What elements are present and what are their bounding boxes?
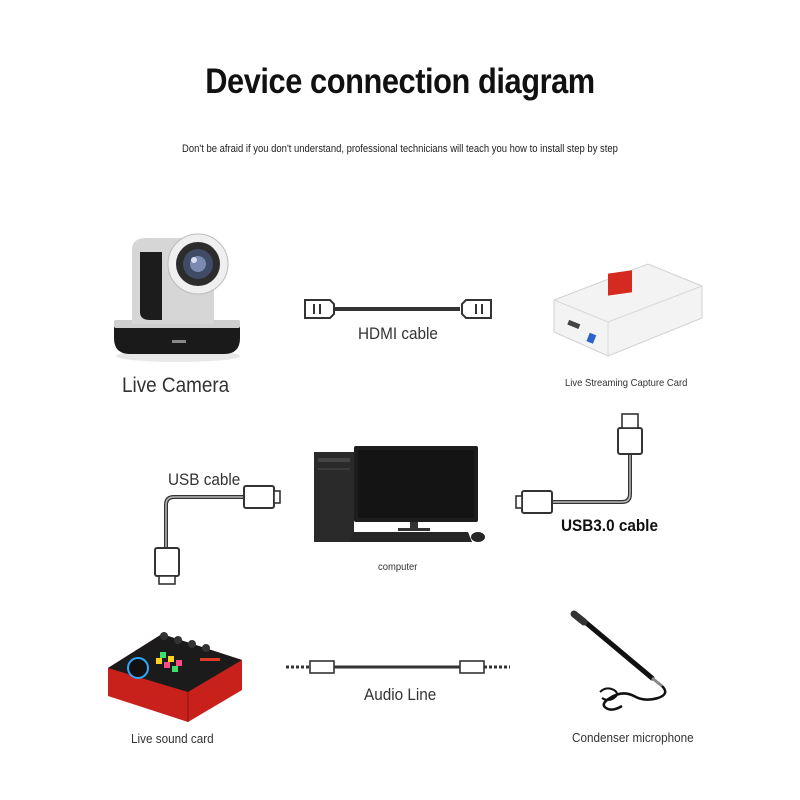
usb3-cable-label: USB3.0 cable: [561, 516, 658, 535]
usb-cable-label: USB cable: [168, 470, 241, 489]
hdmi-cable-icon: [304, 299, 492, 319]
page-title: Device connection diagram: [205, 62, 595, 101]
sound-card-label: Live sound card: [131, 731, 214, 746]
hdmi-cable-label: HDMI cable: [358, 324, 438, 343]
camera-label: Live Camera: [122, 374, 230, 397]
condenser-microphone-icon: [570, 610, 667, 711]
desktop-computer-icon: [314, 446, 485, 542]
audio-line-label: Audio Line: [364, 685, 437, 704]
capture-card-icon: [553, 263, 703, 357]
page-subtitle: Don't be afraid if you don't understand,…: [182, 143, 618, 155]
microphone-label: Condenser microphone: [572, 730, 694, 745]
usb3-cable-icon: [515, 413, 643, 514]
capture-card-label: Live Streaming Capture Card: [565, 377, 688, 389]
usb-cable-icon: [154, 485, 281, 585]
audio-line-icon: [286, 660, 510, 674]
ptz-camera-icon: [114, 233, 240, 362]
computer-label: computer: [378, 561, 418, 573]
sound-card-icon: [108, 632, 242, 722]
